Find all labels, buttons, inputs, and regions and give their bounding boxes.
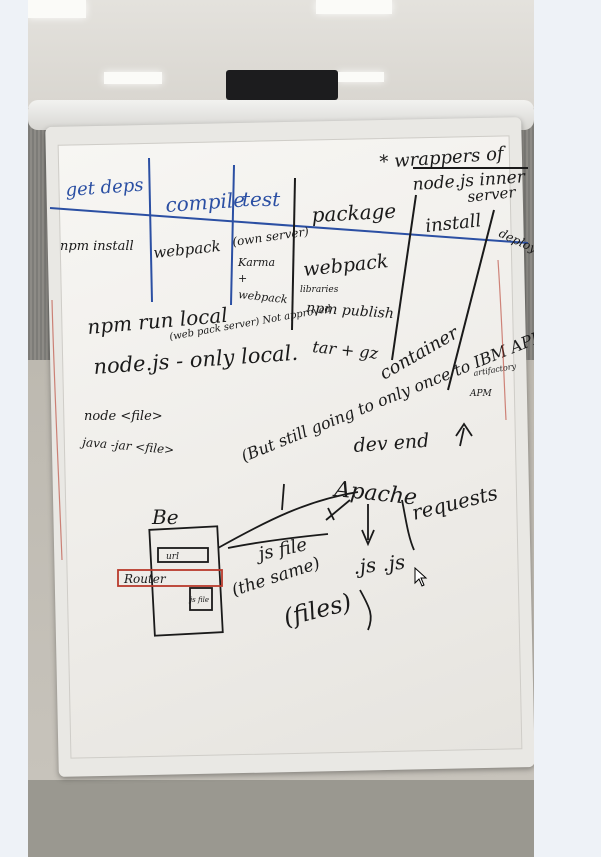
label-js-file-small: js file	[188, 596, 209, 604]
ceiling	[28, 0, 534, 112]
header-get-deps: get deps	[65, 175, 144, 201]
floor	[28, 780, 534, 857]
ceiling-light	[28, 0, 86, 18]
header-test: test	[242, 187, 281, 211]
ceiling-light	[104, 72, 162, 84]
arrow	[361, 504, 375, 547]
column-line	[148, 157, 153, 303]
cell-webpack: webpack	[153, 237, 222, 262]
note-server: server	[467, 183, 518, 206]
cell-test-webpack: webpack	[238, 288, 289, 306]
header-divider-line	[49, 207, 529, 244]
up-arrow	[455, 422, 473, 447]
column-line	[447, 209, 495, 391]
mouse-pointer-icon	[414, 567, 428, 587]
note-node-only-local: node.js - only local.	[93, 341, 299, 379]
arrow	[401, 499, 415, 551]
column-line	[391, 194, 417, 361]
cell-test-plus: +	[238, 272, 247, 285]
note-java-jar: java -jar <file>	[79, 435, 175, 457]
header-install: install	[424, 210, 482, 237]
red-marker-marks	[51, 259, 507, 561]
note-dev-end: dev end	[353, 430, 430, 457]
label-router: Router	[123, 572, 167, 586]
cell-test-karma: Karma	[237, 256, 275, 269]
label-url: url	[166, 552, 179, 562]
projector	[226, 70, 338, 100]
note-node-file: node <file>	[84, 409, 163, 424]
header-package: package	[311, 199, 397, 227]
cell-package-npm-publish: npm publish	[306, 300, 395, 322]
note-files: (files)	[281, 588, 355, 632]
column-line	[291, 177, 296, 331]
note-requests: requests	[409, 480, 500, 524]
column-line	[230, 164, 235, 306]
whiteboard-writing: get deps compile test package install de…	[49, 143, 534, 637]
cell-package-tar-gz: tar + gz	[312, 337, 380, 363]
note-be: Be	[151, 505, 179, 529]
ceiling-light	[338, 72, 384, 82]
cell-npm-install: npm install	[60, 239, 134, 254]
arrow-to-apache	[217, 491, 359, 549]
cell-package-webpack: webpack	[302, 250, 389, 281]
table-grid-black	[291, 167, 528, 391]
cell-deploy-apm: APM	[469, 389, 493, 399]
curve	[359, 589, 372, 631]
header-deploy: deploy	[497, 226, 534, 256]
cell-test-own-server: (own server)	[231, 224, 310, 249]
arrow	[325, 499, 351, 521]
note-js-js: .js .js	[352, 550, 406, 579]
whiteboard-photo: get deps compile test package install de…	[28, 0, 534, 857]
cell-package-libraries: libraries	[300, 285, 339, 295]
header-compile: compile	[165, 187, 246, 216]
ceiling-light	[316, 0, 392, 14]
table-grid	[49, 157, 529, 306]
arrow	[281, 483, 285, 511]
server-box-diagram	[117, 422, 473, 637]
